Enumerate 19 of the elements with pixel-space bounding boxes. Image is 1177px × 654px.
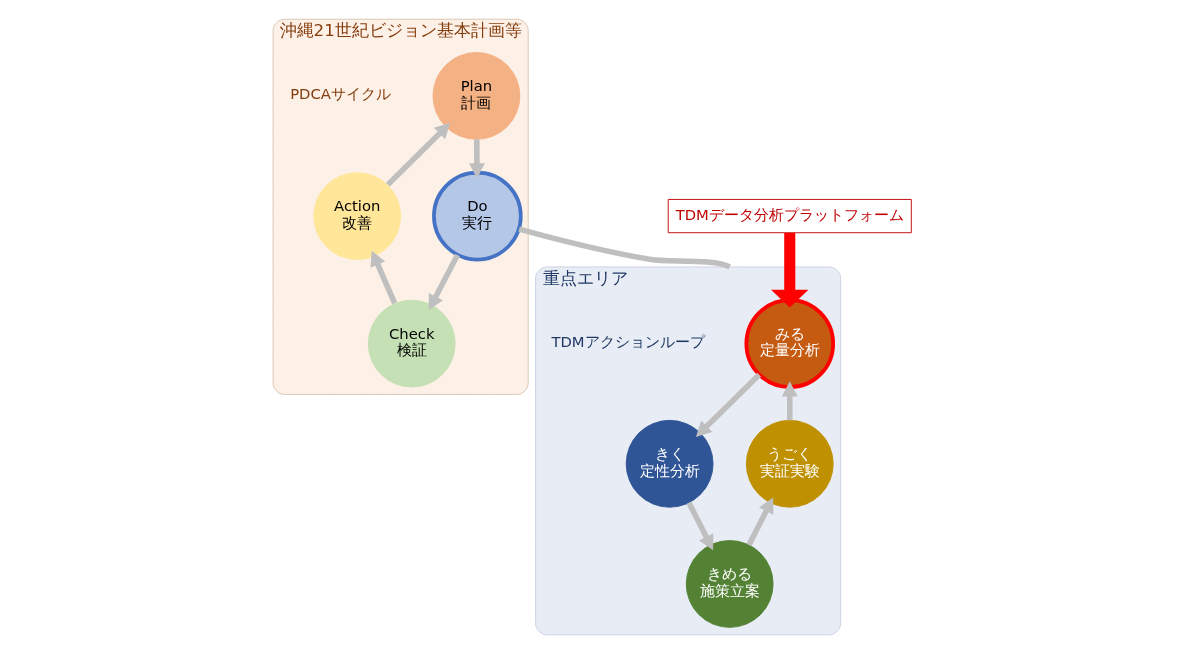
arrow (781, 381, 798, 421)
node-box: TDMデータ分析プラットフォーム (667, 199, 912, 234)
arrow (746, 497, 774, 547)
node-circle: Action 改善 (313, 172, 402, 260)
arrow (695, 372, 762, 437)
node-circle: みる 定量分析 (744, 298, 836, 389)
arrow (686, 501, 714, 551)
arrow (386, 122, 451, 187)
node-circle: Check 検証 (367, 299, 456, 388)
label: PDCAサイクル (290, 85, 391, 103)
label: TDMアクションループ (551, 333, 705, 351)
node-circle: うごく 実証実験 (745, 419, 834, 508)
arrow (468, 139, 485, 179)
connector (518, 226, 731, 270)
node-circle: Do 実行 (432, 170, 523, 262)
arrow (370, 250, 398, 305)
node-circle: きめる 施策立案 (685, 540, 774, 628)
arrow (771, 232, 809, 308)
arrow (428, 253, 460, 311)
